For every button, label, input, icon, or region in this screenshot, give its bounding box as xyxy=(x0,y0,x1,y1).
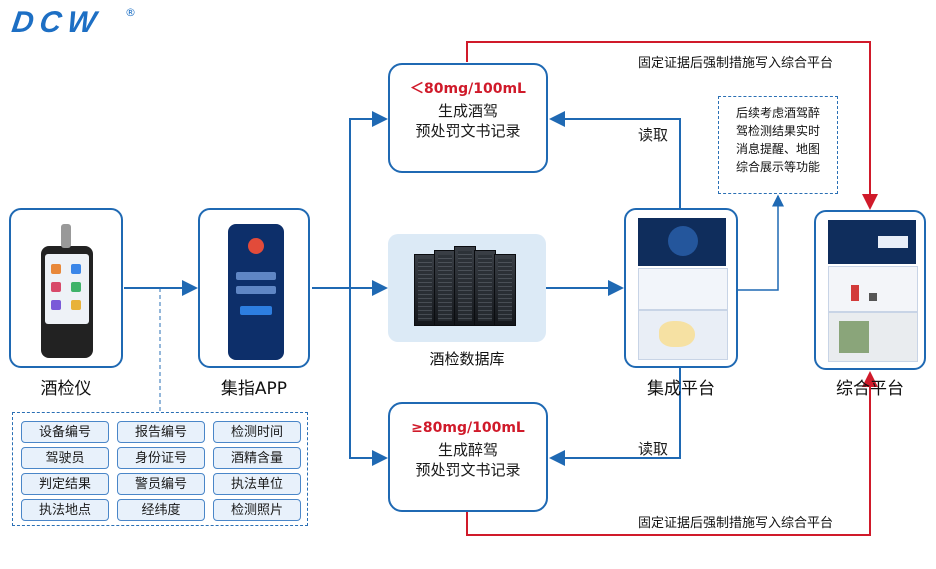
platform-login-screenshot xyxy=(828,220,916,264)
read-label-top: 读取 xyxy=(638,126,669,144)
database-label: 酒检数据库 xyxy=(429,350,505,368)
edge-integration-read-top xyxy=(549,111,681,208)
note-line-3: 消息提醒、地图 xyxy=(735,142,820,156)
integration-platform-label: 集成平台 xyxy=(647,379,715,399)
comprehensive-platform-label: 综合平台 xyxy=(836,379,904,399)
registered-mark: ® xyxy=(125,6,136,19)
field-test-time: 检测时间 xyxy=(213,421,301,443)
edge-integration-to-note xyxy=(738,194,784,291)
database-node xyxy=(388,234,546,342)
drunk-record-line1: 生成醉驾 xyxy=(437,441,498,459)
edge-integration-read-bottom xyxy=(549,368,681,466)
read-label-bottom: 读取 xyxy=(638,440,669,458)
drink-record-line2: 预处罚文书记录 xyxy=(415,122,521,140)
note-line-2: 驾检测结果实时 xyxy=(735,124,820,138)
note-line-1: 后续考虑酒驾醉 xyxy=(735,106,820,120)
comprehensive-platform-node xyxy=(814,210,926,370)
integration-platform-node xyxy=(624,208,738,368)
app-label: 集指APP xyxy=(220,379,288,399)
app-phone-image xyxy=(228,224,284,360)
platform-photo-screenshot xyxy=(828,312,918,362)
field-device-id: 设备编号 xyxy=(21,421,109,443)
field-location: 执法地点 xyxy=(21,499,109,521)
breathalyzer-node xyxy=(9,208,123,368)
edge-drink-to-platform xyxy=(466,41,878,210)
field-test-photo: 检测照片 xyxy=(213,499,301,521)
field-alcohol-content: 酒精含量 xyxy=(213,447,301,469)
field-enforcement-unit: 执法单位 xyxy=(213,473,301,495)
edge-app-to-drink xyxy=(349,111,388,288)
data-fields-panel: 设备编号 报告编号 检测时间 驾驶员 身份证号 酒精含量 判定结果 警员编号 执… xyxy=(12,412,308,526)
platform-chart-screenshot xyxy=(828,266,918,312)
field-officer-id: 警员编号 xyxy=(117,473,205,495)
drunk-record-line2: 预处罚文书记录 xyxy=(415,461,521,479)
push-label-top: 固定证据后强制措施写入综合平台 xyxy=(638,56,834,71)
note-line-4: 综合展示等功能 xyxy=(735,160,820,174)
drunk-driving-record-box: ≥80mg/100mL 生成醉驾 预处罚文书记录 xyxy=(388,402,548,512)
edge-drunk-to-platform xyxy=(466,371,878,536)
breathalyzer-label: 酒检仪 xyxy=(40,379,92,399)
field-report-id: 报告编号 xyxy=(117,421,205,443)
drink-threshold: ＜80mg/100mL xyxy=(410,81,526,97)
integration-map2-screenshot xyxy=(638,310,728,360)
app-node xyxy=(198,208,310,368)
drink-driving-record-box: ＜80mg/100mL 生成酒驾 预处罚文书记录 xyxy=(388,63,548,173)
integration-table-screenshot xyxy=(638,268,728,310)
drunk-threshold: ≥80mg/100mL xyxy=(411,420,525,436)
drink-record-line1: 生成酒驾 xyxy=(437,102,498,120)
field-judgement: 判定结果 xyxy=(21,473,109,495)
breathalyzer-device-image xyxy=(41,224,93,358)
field-driver: 驾驶员 xyxy=(21,447,109,469)
edge-app-to-drunk xyxy=(349,288,388,466)
integration-map-screenshot xyxy=(638,218,726,266)
push-label-bottom: 固定证据后强制措施写入综合平台 xyxy=(638,516,834,531)
field-coordinates: 经纬度 xyxy=(117,499,205,521)
future-features-note: 后续考虑酒驾醉 驾检测结果实时 消息提醒、地图 综合展示等功能 xyxy=(718,96,838,194)
field-id-number: 身份证号 xyxy=(117,447,205,469)
